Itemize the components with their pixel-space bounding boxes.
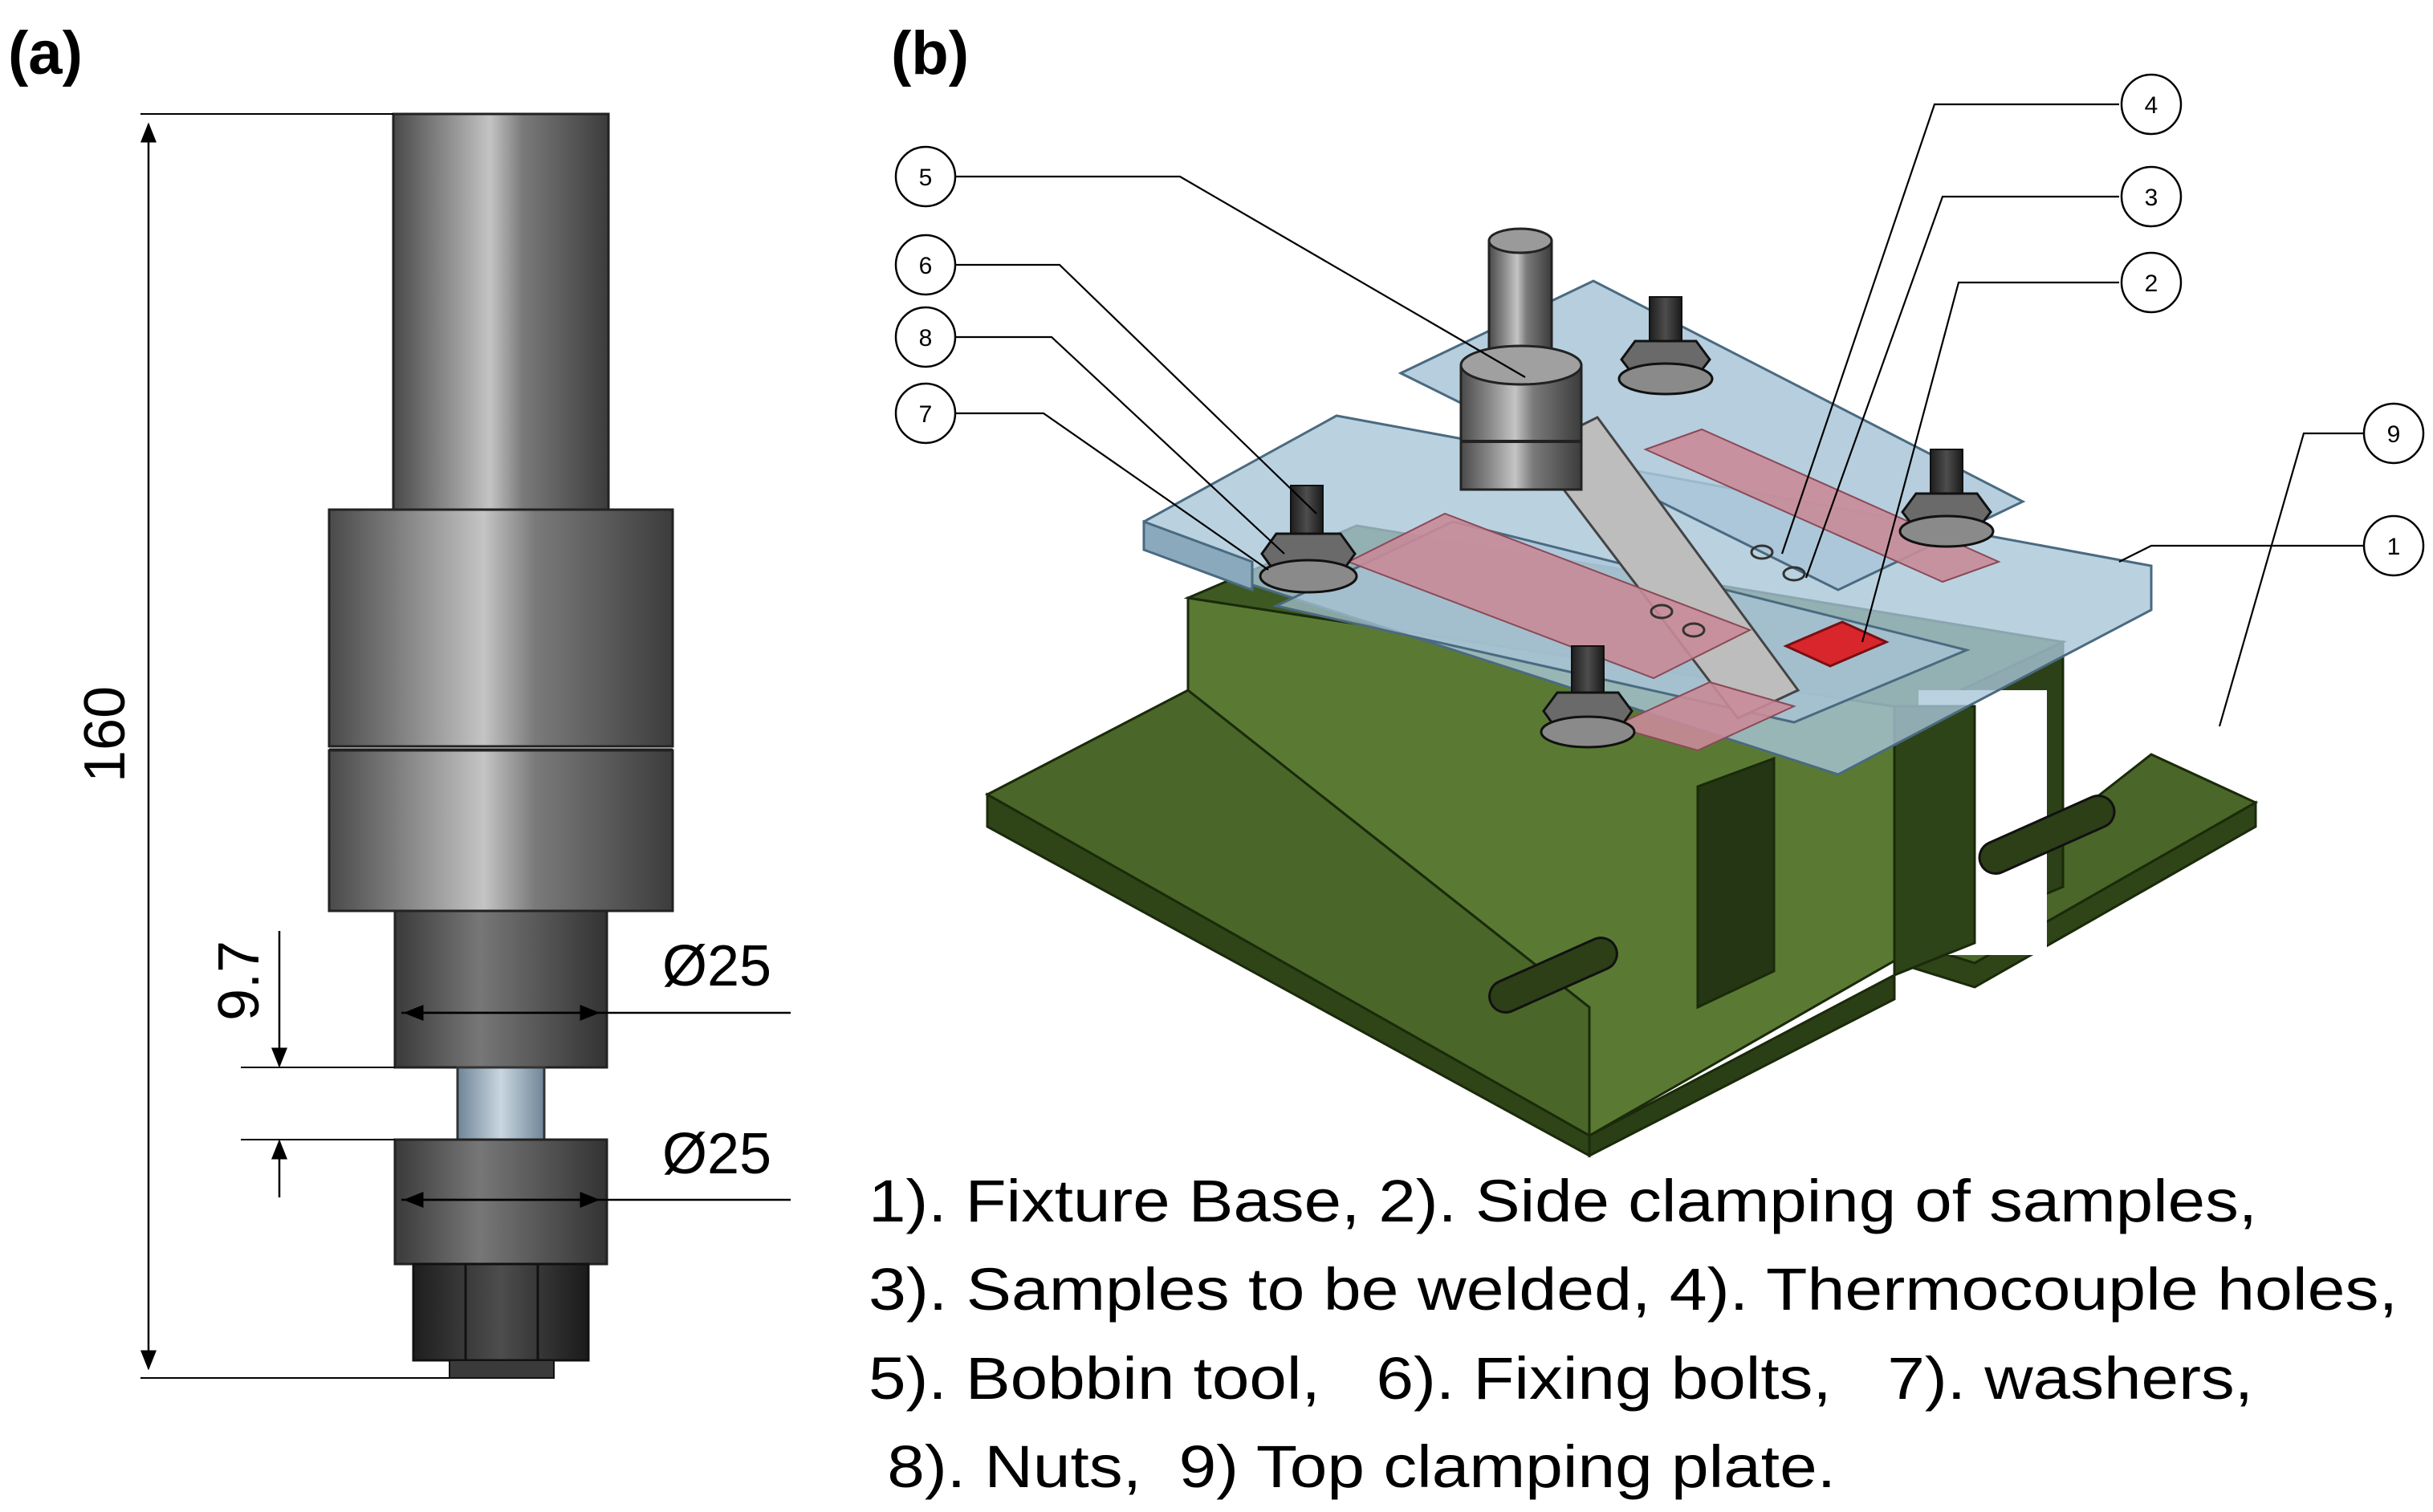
dimension-upper-diameter: Ø25 [401,934,791,1021]
callout-4: 4 [2120,73,2183,136]
samples-drawing [1346,428,2001,752]
dimension-pin-gap-text: 9.7 [207,941,271,1021]
callout-2: 2 [2120,251,2183,314]
bobbin-tool-drawing [328,112,674,1379]
callout-8: 8 [894,306,957,368]
callout-5: 5 [894,145,957,208]
dimension-lower-diameter-text: Ø25 [662,1122,771,1186]
svg-text:2: 2 [2145,270,2158,297]
legend-line-1: 1). Fixture Base, 2). Side clamping of s… [869,1168,2257,1234]
bolt [1617,296,1714,396]
svg-text:9: 9 [2387,421,2401,448]
svg-text:6: 6 [919,253,933,279]
dimension-pin-gap: 9.7 [207,931,395,1197]
callout-9: 9 [2362,402,2425,465]
bobbin-tool-3d [1459,227,1583,491]
callout-6: 6 [894,234,957,296]
svg-text:1: 1 [2387,534,2401,560]
svg-text:7: 7 [919,401,933,428]
legend-line-4: 8). Nuts, 9) Top clamping plate. [869,1433,1836,1500]
bolt [1540,645,1636,749]
svg-text:8: 8 [919,325,933,352]
fixing-bolts-drawing [1259,296,1995,749]
callout-7: 7 [894,382,957,445]
panel-a: (a) 160 9.7 [8,19,791,1379]
svg-text:3: 3 [2145,185,2158,211]
dimension-overall-length: 160 [73,113,450,1379]
dimension-upper-diameter-text: Ø25 [662,934,771,998]
panel-b-label: (b) [891,19,969,87]
panel-b: (b) [869,19,2425,1500]
bolt [1898,449,1995,548]
svg-text:4: 4 [2145,92,2158,119]
bolt [1259,485,1358,594]
parts-legend: 1). Fixture Base, 2). Side clamping of s… [869,1168,2398,1500]
dimension-overall-length-text: 160 [73,686,137,782]
callout-leaders [955,103,2364,727]
panel-a-label: (a) [8,19,83,87]
legend-line-3: 5). Bobbin tool, 6). Fixing bolts, 7). w… [869,1345,2253,1412]
legend-line-2: 3). Samples to be welded, 4). Thermocoup… [869,1256,2398,1323]
svg-text:5: 5 [919,165,933,191]
callout-3: 3 [2120,165,2183,228]
dimension-lower-diameter: Ø25 [401,1122,791,1208]
callout-1: 1 [2362,514,2425,577]
